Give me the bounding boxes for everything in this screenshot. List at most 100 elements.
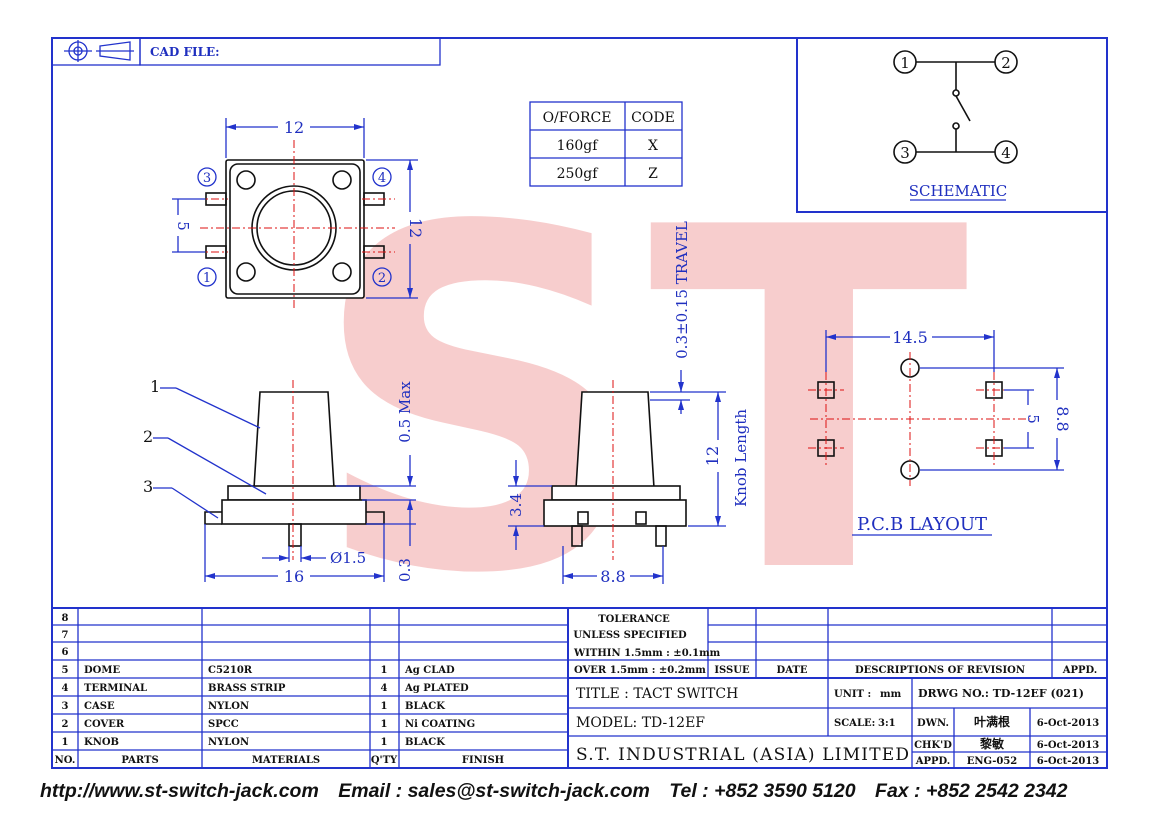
- callout-1: 1: [150, 377, 160, 396]
- top-pin-1: 1: [203, 271, 211, 286]
- appd-label: APPD.: [915, 756, 951, 767]
- chkd-label: CHK'D: [914, 740, 952, 751]
- email-text[interactable]: Email : sales@st-switch-jack.com: [338, 780, 650, 802]
- scale-label: SCALE:: [834, 718, 875, 729]
- top-dim-height: 12: [406, 218, 425, 238]
- company-name: S.T. INDUSTRIAL (ASIA) LIMITED: [576, 745, 910, 765]
- svg-text:C5210R: C5210R: [208, 665, 253, 676]
- svg-text:NYLON: NYLON: [208, 701, 249, 712]
- fax-text: Fax : +852 2542 2342: [875, 780, 1068, 802]
- front-dim-width: 8.8: [600, 567, 625, 586]
- schematic-title: SCHEMATIC: [909, 182, 1008, 200]
- force-header: O/FORCE: [543, 110, 612, 126]
- svg-text:CASE: CASE: [84, 701, 115, 712]
- bom-row: 1 KNOB NYLON 1 BLACK: [62, 737, 446, 748]
- bom-row-6: 6: [62, 647, 69, 658]
- title-block: TOLERANCE UNLESS SPECIFIED WITHIN 1.5mm …: [568, 607, 1107, 768]
- tel-text: Tel : +852 3590 5120: [669, 780, 856, 802]
- outer-border: [51, 37, 1108, 769]
- schematic-pin-3: 3: [900, 144, 910, 162]
- tolerance-title: TOLERANCE: [598, 614, 670, 625]
- drawing-title: TITLE : TACT SWITCH: [576, 686, 738, 702]
- force-row-2: 250gf: [557, 166, 600, 182]
- pcb-title: P.C.B LAYOUT: [857, 514, 987, 535]
- bom-row: 3 CASE NYLON 1 BLACK: [62, 701, 446, 712]
- svg-text:1: 1: [381, 701, 388, 712]
- pcb-dim-width: 14.5: [892, 328, 928, 347]
- scale-value: 3:1: [878, 718, 896, 729]
- bom-header-finish: FINISH: [462, 755, 504, 766]
- website-link[interactable]: http://www.st-switch-jack.com: [40, 780, 319, 802]
- front-dim-knob: 12: [703, 446, 722, 466]
- cad-file-label: CAD FILE:: [150, 45, 220, 59]
- issue-header: ISSUE: [714, 665, 750, 676]
- tolerance-within: WITHIN 1.5mm : ±0.1mm: [573, 648, 721, 659]
- side-dim-pin-dia: Ø1.5: [330, 549, 366, 567]
- header-block: CAD FILE:: [51, 37, 441, 66]
- bom-header-no: NO.: [55, 755, 76, 766]
- revision-header: DESCRIPTIONS OF REVISION: [855, 665, 1025, 676]
- force-row-1: 160gf: [557, 138, 600, 154]
- svg-text:DOME: DOME: [84, 665, 120, 676]
- svg-text:4: 4: [62, 683, 69, 694]
- bom-row-8: 8: [62, 613, 69, 624]
- date-header: DATE: [777, 665, 808, 676]
- top-dim-width: 12: [284, 118, 304, 137]
- bom-row: 2 COVER SPCC 1 Ni COATING: [62, 719, 476, 730]
- top-pin-3: 3: [203, 171, 211, 186]
- side-dim-max: 0.5 Max: [396, 381, 414, 443]
- contact-footer: http://www.st-switch-jack.com Email : sa…: [40, 780, 1140, 803]
- schematic-box: 1 2 3 4 SCHEMATIC: [796, 37, 1108, 213]
- svg-text:4: 4: [381, 683, 388, 694]
- pcb-layout: 14.5 5 8.8 P.C.B LAYOUT: [808, 328, 1072, 536]
- schematic-pin-4: 4: [1001, 144, 1011, 162]
- top-pin-2: 2: [378, 271, 386, 286]
- bom-header-parts: PARTS: [121, 755, 158, 766]
- callout-2: 2: [143, 427, 153, 446]
- unit-label: UNIT :: [834, 689, 871, 700]
- unit-value: mm: [880, 689, 902, 700]
- svg-text:NYLON: NYLON: [208, 737, 249, 748]
- appd-name: ENG-052: [967, 756, 1018, 767]
- dwn-name: 叶满根: [974, 714, 1010, 729]
- appd-header: APPD.: [1062, 665, 1098, 676]
- force-table: O/FORCE CODE 160gf X 250gf Z: [529, 101, 683, 187]
- chkd-date: 6-Oct-2013: [1037, 740, 1100, 751]
- chkd-name: 黎敏: [980, 736, 1005, 751]
- code-header: CODE: [631, 110, 675, 126]
- svg-text:KNOB: KNOB: [84, 737, 119, 748]
- svg-text:BRASS STRIP: BRASS STRIP: [208, 683, 286, 694]
- side-dim-base: 0.3: [396, 558, 414, 582]
- top-pin-4: 4: [378, 171, 386, 186]
- callout-3: 3: [143, 477, 153, 496]
- side-dim-width: 16: [284, 567, 304, 586]
- svg-text:2: 2: [62, 719, 69, 730]
- svg-text:BLACK: BLACK: [405, 737, 445, 748]
- svg-text:SPCC: SPCC: [208, 719, 239, 730]
- front-dim-body: 3.4: [507, 493, 525, 517]
- front-view: 0.3±0.15 TRAVEL 12 Knob Length 3.4 8.8: [507, 221, 750, 586]
- svg-text:Ag PLATED: Ag PLATED: [404, 683, 469, 694]
- top-view: 12 12 5 3 4 1 2: [172, 118, 425, 310]
- model-number: MODEL: TD-12EF: [576, 715, 705, 731]
- projection-symbol-icon: [64, 40, 134, 62]
- bom-row: 4 TERMINAL BRASS STRIP 4 Ag PLATED: [62, 683, 470, 694]
- bom-header-qty: Q'TY: [371, 755, 398, 766]
- svg-text:TERMINAL: TERMINAL: [84, 683, 147, 694]
- bom-header-materials: MATERIALS: [252, 755, 320, 766]
- bom-row-7: 7: [62, 630, 69, 641]
- svg-text:BLACK: BLACK: [405, 701, 445, 712]
- bom-row: 5 DOME C5210R 1 Ag CLAD: [62, 665, 455, 676]
- svg-text:5: 5: [62, 665, 69, 676]
- code-row-1: X: [648, 138, 658, 154]
- svg-text:3: 3: [62, 701, 69, 712]
- tolerance-subtitle: UNLESS SPECIFIED: [573, 630, 687, 641]
- svg-text:1: 1: [62, 737, 69, 748]
- svg-text:COVER: COVER: [84, 719, 125, 730]
- drawing-number: DRWG NO.: TD-12EF (021): [918, 687, 1084, 700]
- svg-text:1: 1: [381, 719, 388, 730]
- pcb-dim-height: 8.8: [1053, 406, 1072, 431]
- front-knob-label: Knob Length: [732, 409, 750, 507]
- code-row-2: Z: [648, 166, 658, 182]
